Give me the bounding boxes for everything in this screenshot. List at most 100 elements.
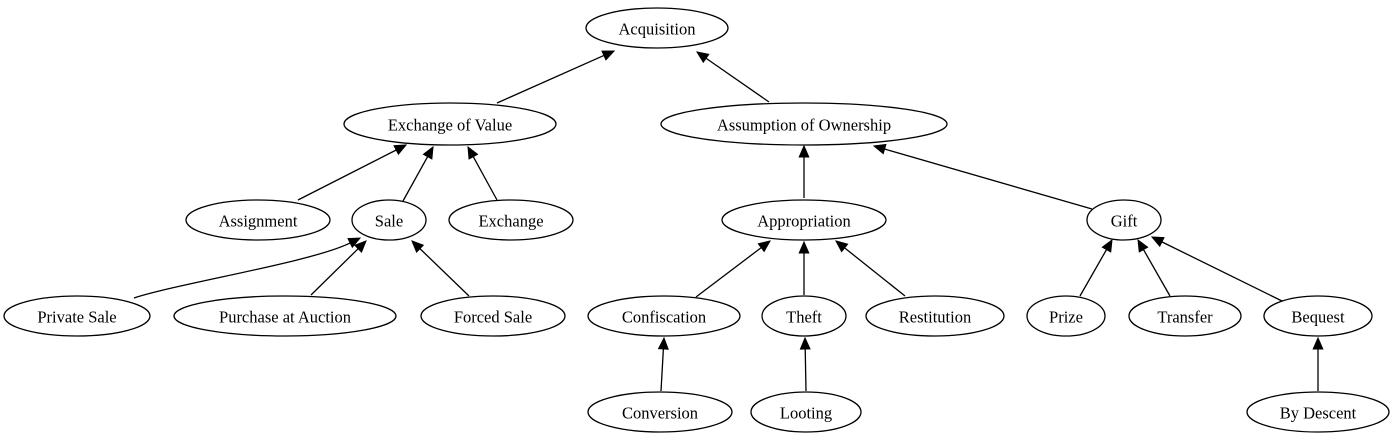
edges-layer (133, 50, 1324, 392)
edge-line (310, 248, 359, 296)
node-assignment: Assignment (185, 199, 331, 241)
node-ellipse (761, 295, 847, 337)
arrowhead (601, 50, 616, 61)
edge-forced-sale-to-sale (411, 240, 470, 297)
node-ellipse (343, 102, 557, 146)
edge-line (695, 247, 762, 298)
arrowhead (393, 144, 408, 156)
node-ellipse (351, 199, 427, 241)
node-confiscation: Confiscation (587, 295, 741, 337)
node-transfer: Transfer (1128, 295, 1242, 337)
node-label: Gift (1111, 212, 1138, 231)
node-label: Bequest (1291, 308, 1345, 327)
node-ellipse (173, 295, 397, 337)
node-label: Assumption of Ownership (717, 116, 891, 135)
edge-gift-to-assumption-of-ownership (872, 143, 1093, 210)
edge-assumption-of-ownership-to-acquisition (695, 51, 770, 103)
node-acquisition: Acquisition (585, 7, 729, 49)
node-sale: Sale (351, 199, 427, 241)
edge-line (419, 248, 470, 297)
node-label: Private Sale (37, 308, 116, 327)
arrowhead (353, 240, 367, 254)
edge-line (1161, 241, 1283, 302)
edge-exchange-of-value-to-acquisition (496, 50, 616, 104)
node-ellipse (1128, 295, 1242, 337)
edge-prize-to-gift (1079, 238, 1113, 297)
edge-line (844, 247, 906, 297)
node-ellipse (585, 7, 729, 49)
edge-line (1142, 249, 1171, 297)
node-label: Theft (786, 308, 822, 327)
arrowhead (798, 144, 810, 158)
arrowhead (1137, 238, 1149, 253)
edge-line (660, 348, 665, 392)
edge-by-descent-to-bequest (1312, 336, 1324, 391)
node-forced-sale: Forced Sale (420, 295, 566, 337)
node-ellipse (660, 102, 948, 146)
node-label: Prize (1049, 308, 1083, 327)
edge-line (1079, 249, 1108, 297)
edge-conversion-to-confiscation (657, 336, 669, 392)
node-ellipse (448, 199, 574, 241)
node-ellipse (865, 295, 1005, 337)
node-ellipse (420, 295, 566, 337)
arrowhead (1312, 336, 1324, 350)
node-prize: Prize (1026, 295, 1106, 337)
arrowhead (467, 145, 479, 160)
node-restitution: Restitution (865, 295, 1005, 337)
edge-sale-to-exchange-of-value (402, 145, 434, 202)
node-ellipse (3, 295, 151, 337)
arrowhead (657, 336, 669, 350)
node-appropriation: Appropriation (721, 199, 887, 241)
edge-line (804, 348, 807, 392)
node-label: Looting (780, 404, 832, 423)
node-exchange: Exchange (448, 199, 574, 241)
node-assumption-of-ownership: Assumption of Ownership (660, 102, 948, 146)
arrowhead (1150, 236, 1165, 248)
node-conversion: Conversion (587, 391, 733, 433)
node-ellipse (1246, 391, 1390, 433)
node-ellipse (587, 295, 741, 337)
node-label: Assignment (219, 212, 298, 231)
node-ellipse (750, 391, 862, 433)
node-label: Transfer (1157, 308, 1213, 327)
node-exchange-of-value: Exchange of Value (343, 102, 557, 146)
arrowhead (411, 240, 425, 253)
edge-line (705, 57, 770, 103)
node-theft: Theft (761, 295, 847, 337)
edge-line (297, 149, 397, 201)
edge-restitution-to-appropriation (835, 240, 906, 297)
arrowhead (347, 237, 362, 249)
node-looting: Looting (750, 391, 862, 433)
edge-line (472, 156, 498, 201)
arrowhead (835, 240, 849, 253)
edge-line (133, 242, 351, 299)
node-label: Purchase at Auction (219, 308, 351, 327)
arrowhead (1101, 238, 1113, 253)
node-label: Exchange of Value (388, 116, 512, 135)
edge-transfer-to-gift (1137, 238, 1171, 297)
arrowhead (757, 240, 771, 253)
node-ellipse (1263, 295, 1373, 337)
node-ellipse (185, 199, 331, 241)
node-label: Forced Sale (454, 308, 532, 327)
edge-bequest-to-gift (1150, 236, 1283, 302)
edge-confiscation-to-appropriation (695, 240, 771, 298)
edge-looting-to-theft (799, 336, 811, 392)
node-label: Acquisition (619, 20, 696, 39)
edge-line (884, 148, 1093, 210)
node-private-sale: Private Sale (3, 295, 151, 337)
node-ellipse (587, 391, 733, 433)
arrowhead (872, 143, 887, 155)
edge-purchase-at-auction-to-sale (310, 240, 367, 296)
node-label: Sale (375, 212, 403, 231)
edge-line (496, 54, 605, 104)
node-ellipse (1026, 295, 1106, 337)
node-label: Restitution (899, 308, 971, 327)
node-bequest: Bequest (1263, 295, 1373, 337)
edge-line (402, 156, 429, 202)
arrowhead (798, 240, 810, 254)
node-label: Appropriation (757, 212, 850, 231)
